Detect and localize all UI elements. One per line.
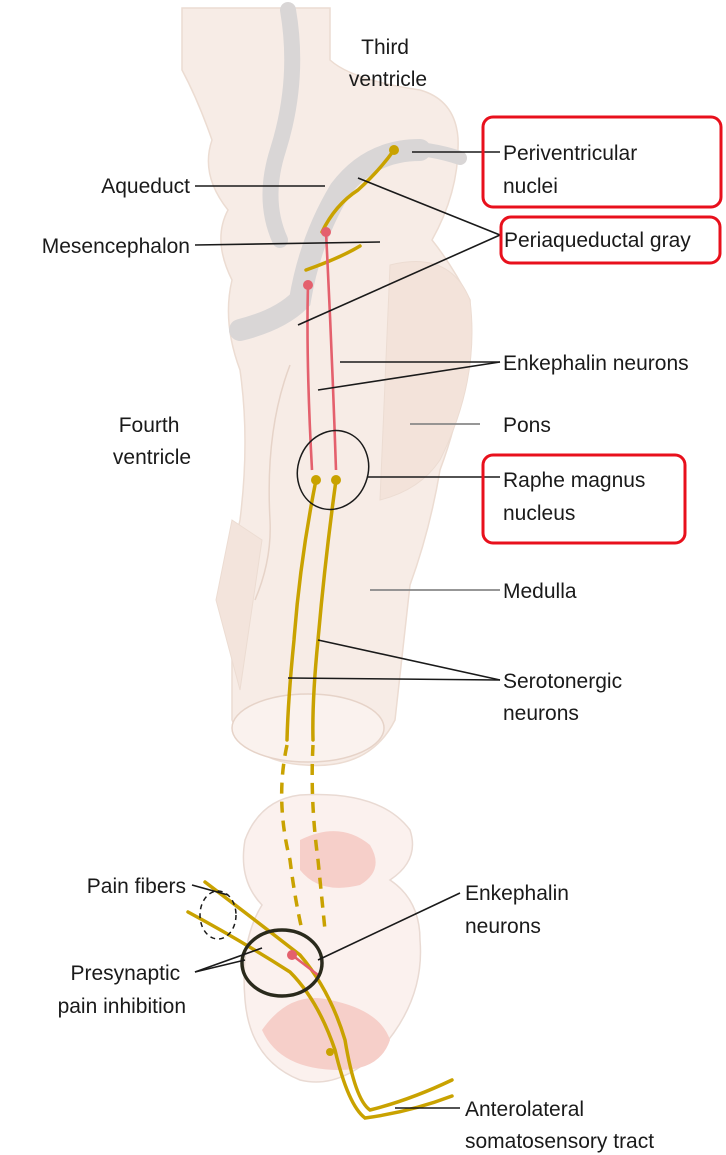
enkephalin-soma-left <box>303 280 313 290</box>
label-serotonergic-neurons: Serotonergic neurons <box>503 670 628 725</box>
label-aqueduct: Aqueduct <box>101 175 190 198</box>
label-enkephalin-neurons-top: Enkephalin neurons <box>503 352 689 375</box>
raphe-soma-right <box>331 475 341 485</box>
label-fourth-ventricle: Fourth ventricle <box>113 414 191 469</box>
brainstem-body <box>182 8 472 765</box>
enkephalin-soma-right <box>321 227 331 237</box>
label-periventricular-nuclei: Periventricular nuclei <box>503 142 643 198</box>
medulla-cut-surface <box>232 694 384 762</box>
leader-presyn-1 <box>195 960 245 972</box>
label-raphe-magnus-nucleus: Raphe magnus nucleus <box>503 469 651 525</box>
pain-fiber-dashed-ring <box>200 891 236 939</box>
label-medulla: Medulla <box>503 580 577 603</box>
label-third-ventricle: Third ventricle <box>349 36 427 91</box>
label-presynaptic-pain-inhibition: Presynaptic pain inhibition <box>58 962 186 1018</box>
spinal-enkephalin-soma <box>287 950 297 960</box>
label-periaqueductal-gray: Periaqueductal gray <box>504 229 691 252</box>
raphe-soma-left <box>311 475 321 485</box>
label-mesencephalon: Mesencephalon <box>42 235 190 258</box>
pons-bulge <box>380 262 472 500</box>
periventricular-soma <box>389 145 399 155</box>
label-enkephalin-neurons-bottom: Enkephalin neurons <box>465 882 575 938</box>
pain-fiber-synapse <box>326 1048 334 1056</box>
label-pain-fibers: Pain fibers <box>87 875 186 898</box>
label-anterolateral-tract: Anterolateral somatosensory tract <box>465 1098 654 1153</box>
label-pons: Pons <box>503 414 551 437</box>
